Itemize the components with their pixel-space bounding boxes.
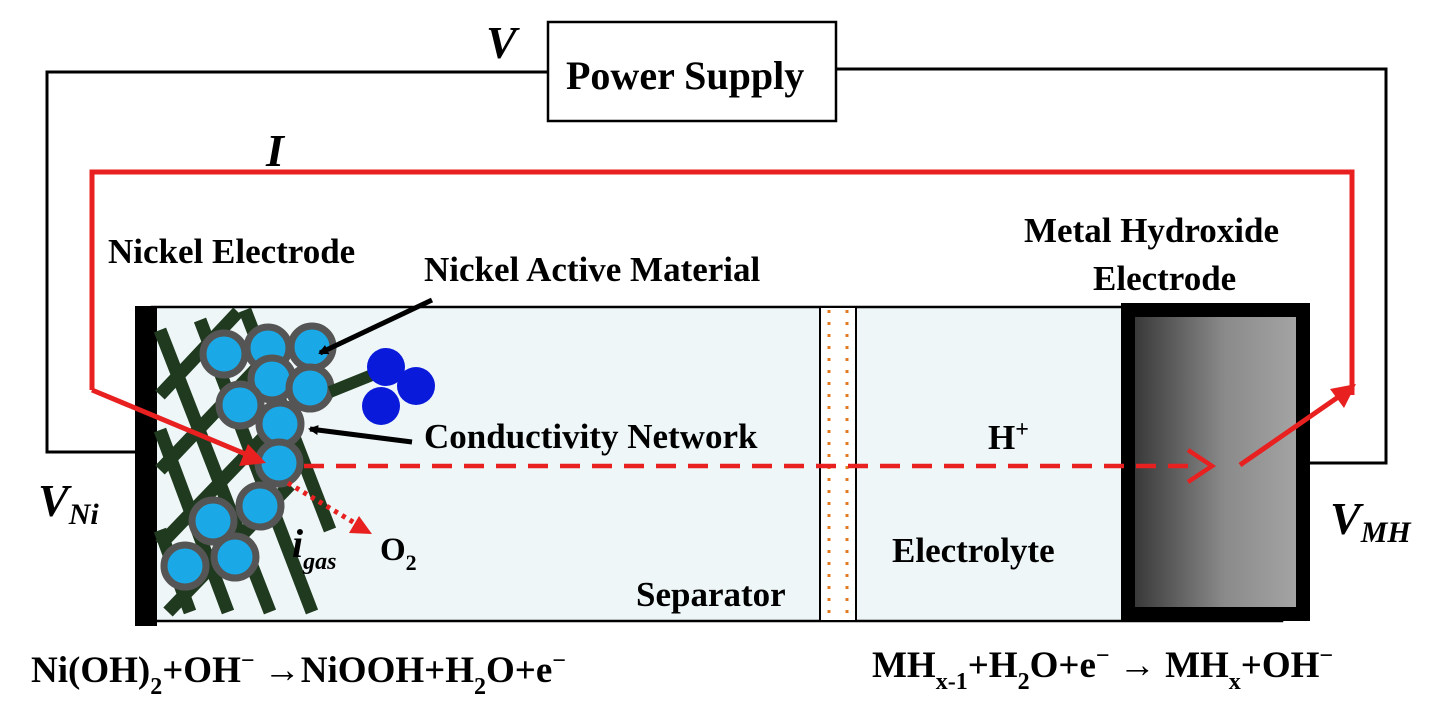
proton-label: H+ — [988, 417, 1029, 457]
metal-hydroxide-electrode — [1121, 303, 1310, 621]
v-ni-label: VNi — [38, 475, 99, 531]
current-path — [89, 169, 1355, 395]
nickel-reaction-equation: Ni(OH)2+OH− →NiOOH+H2O+e− — [31, 648, 566, 700]
conductivity-pointer — [308, 425, 413, 445]
metal-hydroxide-label-2: Electrode — [1093, 259, 1237, 298]
v-mh-label: VMH — [1330, 493, 1411, 549]
circuit-wire-right — [836, 67, 1388, 465]
voltage-symbol: V — [486, 17, 517, 68]
oxygen-label: O2 — [380, 532, 417, 575]
current-arrowhead-right — [1330, 384, 1356, 408]
active-material-pointer — [318, 297, 434, 356]
current-arrow-right — [1238, 390, 1346, 468]
circuit-wire — [45, 70, 548, 454]
nickel-active-material-label: Nickel Active Material — [424, 250, 761, 289]
metal-hydroxide-label-1: Metal Hydroxide — [1024, 211, 1280, 250]
nickel-active-particles — [160, 322, 337, 591]
current-symbol: I — [266, 125, 284, 176]
i-gas-label: igas — [292, 521, 337, 575]
nickel-collector-plate — [135, 306, 157, 626]
separator-label: Separator — [636, 575, 786, 614]
electrolyte-label: Electrolyte — [892, 531, 1055, 570]
conductivity-network-label: Conductivity Network — [424, 417, 758, 456]
nickel-electrode-label: Nickel Electrode — [108, 232, 356, 271]
gas-arrowhead — [349, 516, 372, 534]
current-arrowhead-left — [239, 444, 266, 466]
conductivity-link — [327, 369, 375, 398]
power-supply-label: Power Supply — [566, 53, 805, 98]
conductor-particles — [362, 348, 435, 425]
current-arrow-left — [91, 387, 256, 461]
proton-arrowhead — [1186, 448, 1217, 484]
metal-hydride-reaction-equation: MHx-1+H2O+e− → MHx+OH− — [872, 643, 1334, 695]
power-supply-box — [546, 20, 838, 123]
